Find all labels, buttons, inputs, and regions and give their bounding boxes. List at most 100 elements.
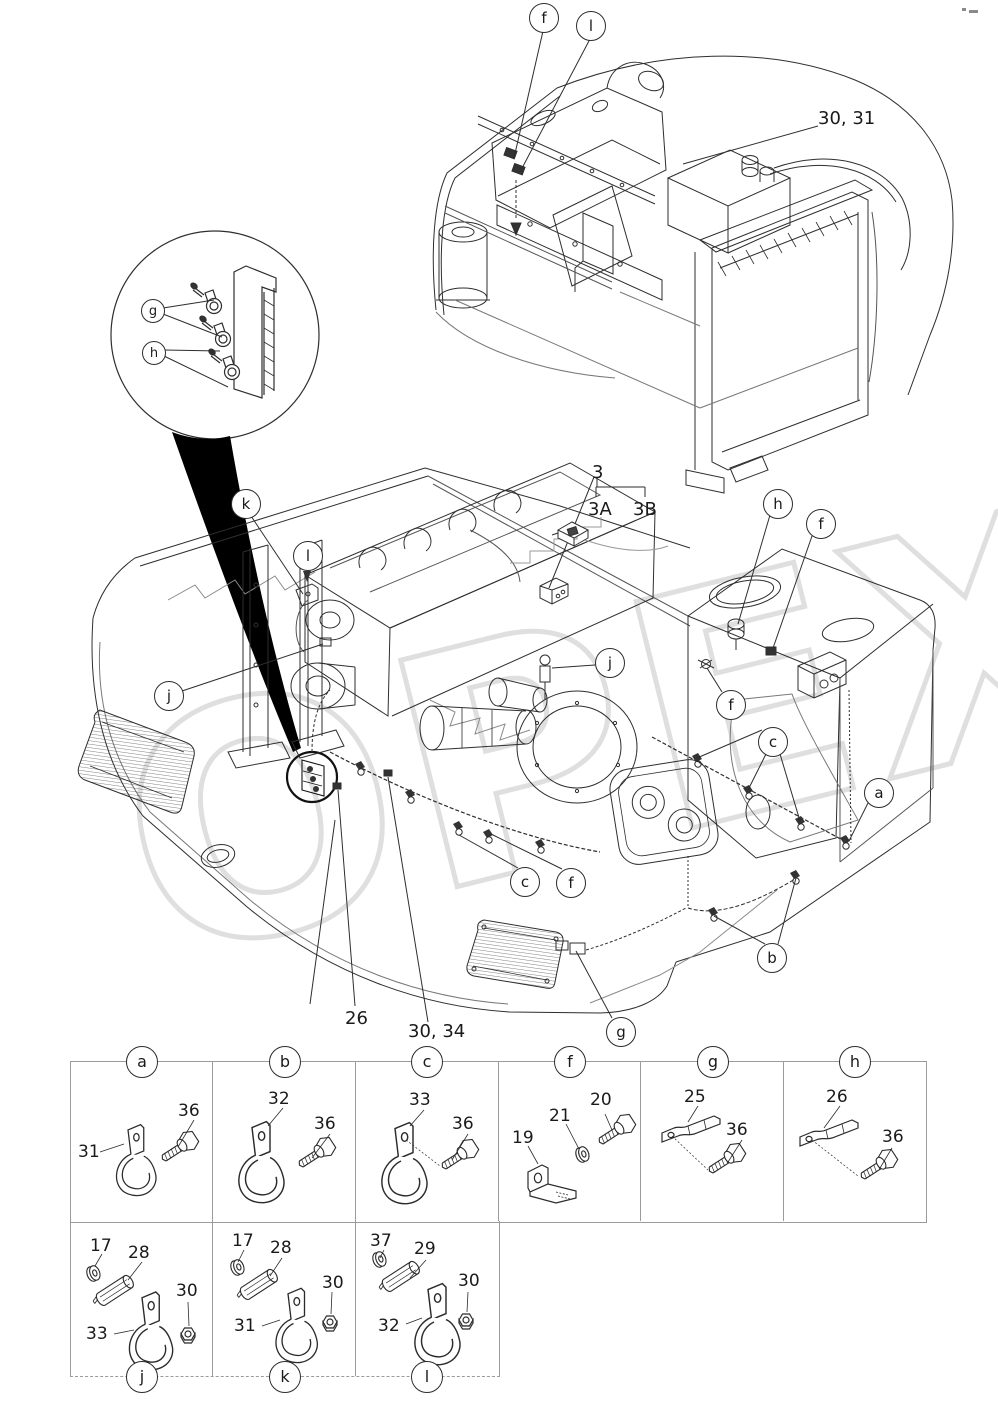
part-number: 36: [726, 1120, 748, 1140]
part-number: 28: [128, 1243, 150, 1263]
callout-l: l: [293, 541, 323, 571]
corner-artifact: [969, 10, 978, 13]
callout-letter: k: [241, 494, 251, 513]
top-view-drawing: [432, 55, 954, 494]
grid-letter-a: a: [126, 1046, 158, 1078]
item3-bracket: [510, 476, 669, 589]
part-number: 32: [268, 1089, 290, 1109]
grid-letter-text: h: [849, 1052, 861, 1071]
ref-3: 3: [592, 462, 604, 483]
callout-k: k: [231, 489, 261, 519]
part-number: 32: [378, 1316, 400, 1336]
grid-letter-c: c: [411, 1046, 443, 1078]
callout-b: b: [757, 943, 787, 973]
callout-letter: f: [818, 514, 824, 533]
grid-divider: [212, 1061, 213, 1221]
part-number: 30: [176, 1281, 198, 1301]
part-number: 17: [90, 1236, 112, 1256]
magnifier-pointer-wedge: [172, 432, 301, 752]
grid-letter-text: f: [567, 1052, 573, 1071]
grid-divider: [640, 1061, 641, 1221]
part-number: 36: [882, 1127, 904, 1147]
grid-divider: [498, 1061, 499, 1221]
callout-j-left: j: [154, 681, 184, 711]
grid-divider: [212, 1221, 213, 1376]
callout-f-tank: f: [806, 509, 836, 539]
part-number: 33: [409, 1090, 431, 1110]
part-number: 20: [590, 1090, 612, 1110]
part-number: 37: [370, 1231, 392, 1251]
callout-h: h: [763, 489, 793, 519]
ref-3a: 3A: [588, 499, 612, 520]
callout-letter: b: [767, 948, 777, 967]
callout-letter: f: [541, 8, 547, 27]
callout-g-bubble: g: [141, 299, 165, 323]
grid-divider: [355, 1221, 356, 1376]
part-number: 29: [414, 1239, 436, 1259]
callout-f-mid: f: [716, 690, 746, 720]
grid-letter-text: k: [280, 1367, 290, 1386]
callout-letter: j: [166, 686, 172, 705]
callout-c-bottom: c: [510, 867, 540, 897]
part-number: 28: [270, 1238, 292, 1258]
ref-26: 26: [345, 1008, 368, 1029]
ref-3b: 3B: [633, 499, 657, 520]
grid-letter-b: b: [269, 1046, 301, 1078]
callout-h-bubble: h: [142, 341, 166, 365]
grid-letter-j: j: [126, 1361, 158, 1393]
callout-letter: g: [148, 303, 158, 319]
callout-letter: j: [607, 653, 613, 672]
grid-letter-k: k: [269, 1361, 301, 1393]
grid-letter-text: j: [139, 1367, 145, 1386]
part-number: 30: [322, 1273, 344, 1293]
callout-letter: c: [768, 732, 778, 751]
part-number: 36: [452, 1114, 474, 1134]
part-number: 21: [549, 1106, 571, 1126]
grid-part-drawings: [84, 1105, 901, 1371]
callout-letter: h: [773, 494, 783, 513]
part-number: 25: [684, 1087, 706, 1107]
part-number: 31: [234, 1316, 256, 1336]
main-view-drawing: [77, 462, 936, 1014]
part-number: 26: [826, 1087, 848, 1107]
callout-f-bottom: f: [556, 868, 586, 898]
part-number: 33: [86, 1324, 108, 1344]
callout-l-top: l: [576, 11, 606, 41]
grid-letter-h: h: [839, 1046, 871, 1078]
callout-letter: f: [568, 873, 574, 892]
callout-c-right: c: [758, 727, 788, 757]
corner-artifact: [962, 8, 966, 11]
grid-letter-g: g: [697, 1046, 729, 1078]
callout-g-bottom: g: [606, 1017, 636, 1047]
grid-letter-text: b: [279, 1052, 291, 1071]
grid-letter-text: c: [422, 1052, 432, 1071]
top-view-leaders: [513, 30, 819, 173]
callout-j-center: j: [595, 648, 625, 678]
callout-letter: a: [874, 783, 884, 802]
part-number: 36: [178, 1101, 200, 1121]
callout-letter: c: [520, 872, 530, 891]
grid-divider: [355, 1061, 356, 1221]
grid-divider: [783, 1061, 784, 1221]
callout-letter: f: [728, 695, 734, 714]
part-number: 31: [78, 1142, 100, 1162]
callout-letter: h: [149, 345, 159, 361]
grid-letter-text: g: [707, 1052, 719, 1071]
ref-30-31: 30, 31: [818, 108, 876, 129]
callout-letter: l: [588, 16, 594, 35]
detail-bubble-drawing: [110, 230, 320, 440]
grid-letter-f: f: [554, 1046, 586, 1078]
main-view-leaders: [181, 514, 869, 1023]
callout-f-top: f: [529, 3, 559, 33]
grid-letter-text: l: [424, 1367, 430, 1386]
callout-letter: g: [616, 1022, 626, 1041]
grid-letter-text: a: [137, 1052, 147, 1071]
callout-a: a: [864, 778, 894, 808]
part-number: 30: [458, 1271, 480, 1291]
part-number: 19: [512, 1128, 534, 1148]
part-number: 17: [232, 1231, 254, 1251]
ref-30-34: 30, 34: [408, 1021, 466, 1042]
part-number: 36: [314, 1114, 336, 1134]
